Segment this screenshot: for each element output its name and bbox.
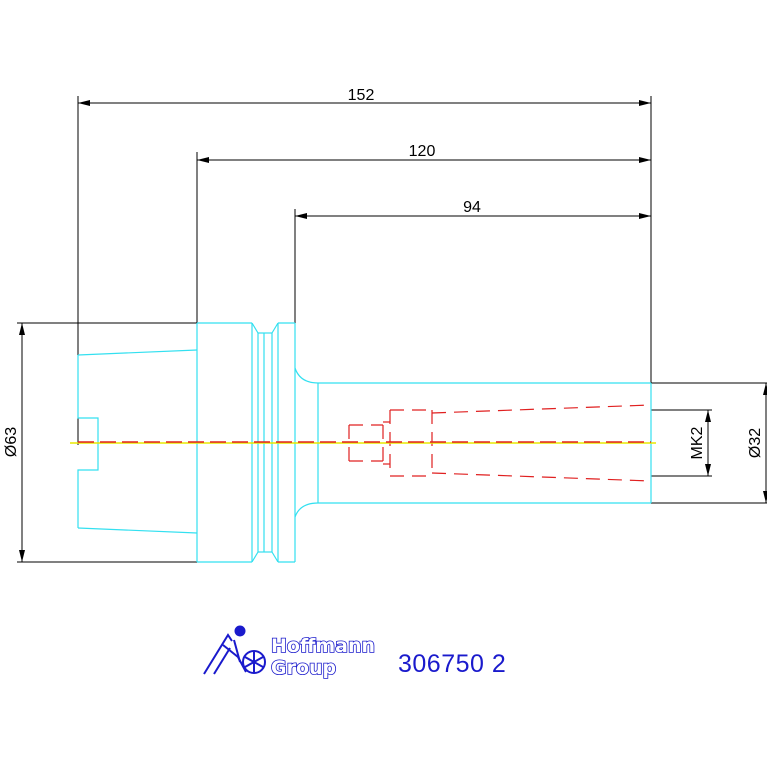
dim-label-94: 94 xyxy=(463,199,481,216)
dim-label-mk2: MK2 xyxy=(689,426,706,459)
part-outline xyxy=(77,322,652,563)
logo-line2: Group xyxy=(271,657,336,679)
logo-star-icon xyxy=(242,650,266,674)
logo-figure-icon xyxy=(203,625,247,675)
dimension-lines xyxy=(17,96,767,563)
dim-label-diameter-32: Ø32 xyxy=(747,428,764,458)
dim-label-diameter-63: Ø63 xyxy=(3,427,20,457)
dim-label-120: 120 xyxy=(409,143,436,160)
logo-line1: Hoffmann xyxy=(271,635,375,657)
dim-label-152: 152 xyxy=(348,87,375,104)
hoffmann-group-logo: Hoffmann Group xyxy=(203,625,376,680)
dimension-arrows xyxy=(19,100,767,562)
part-number: 306750 2 xyxy=(398,650,507,678)
centerline xyxy=(70,441,656,444)
